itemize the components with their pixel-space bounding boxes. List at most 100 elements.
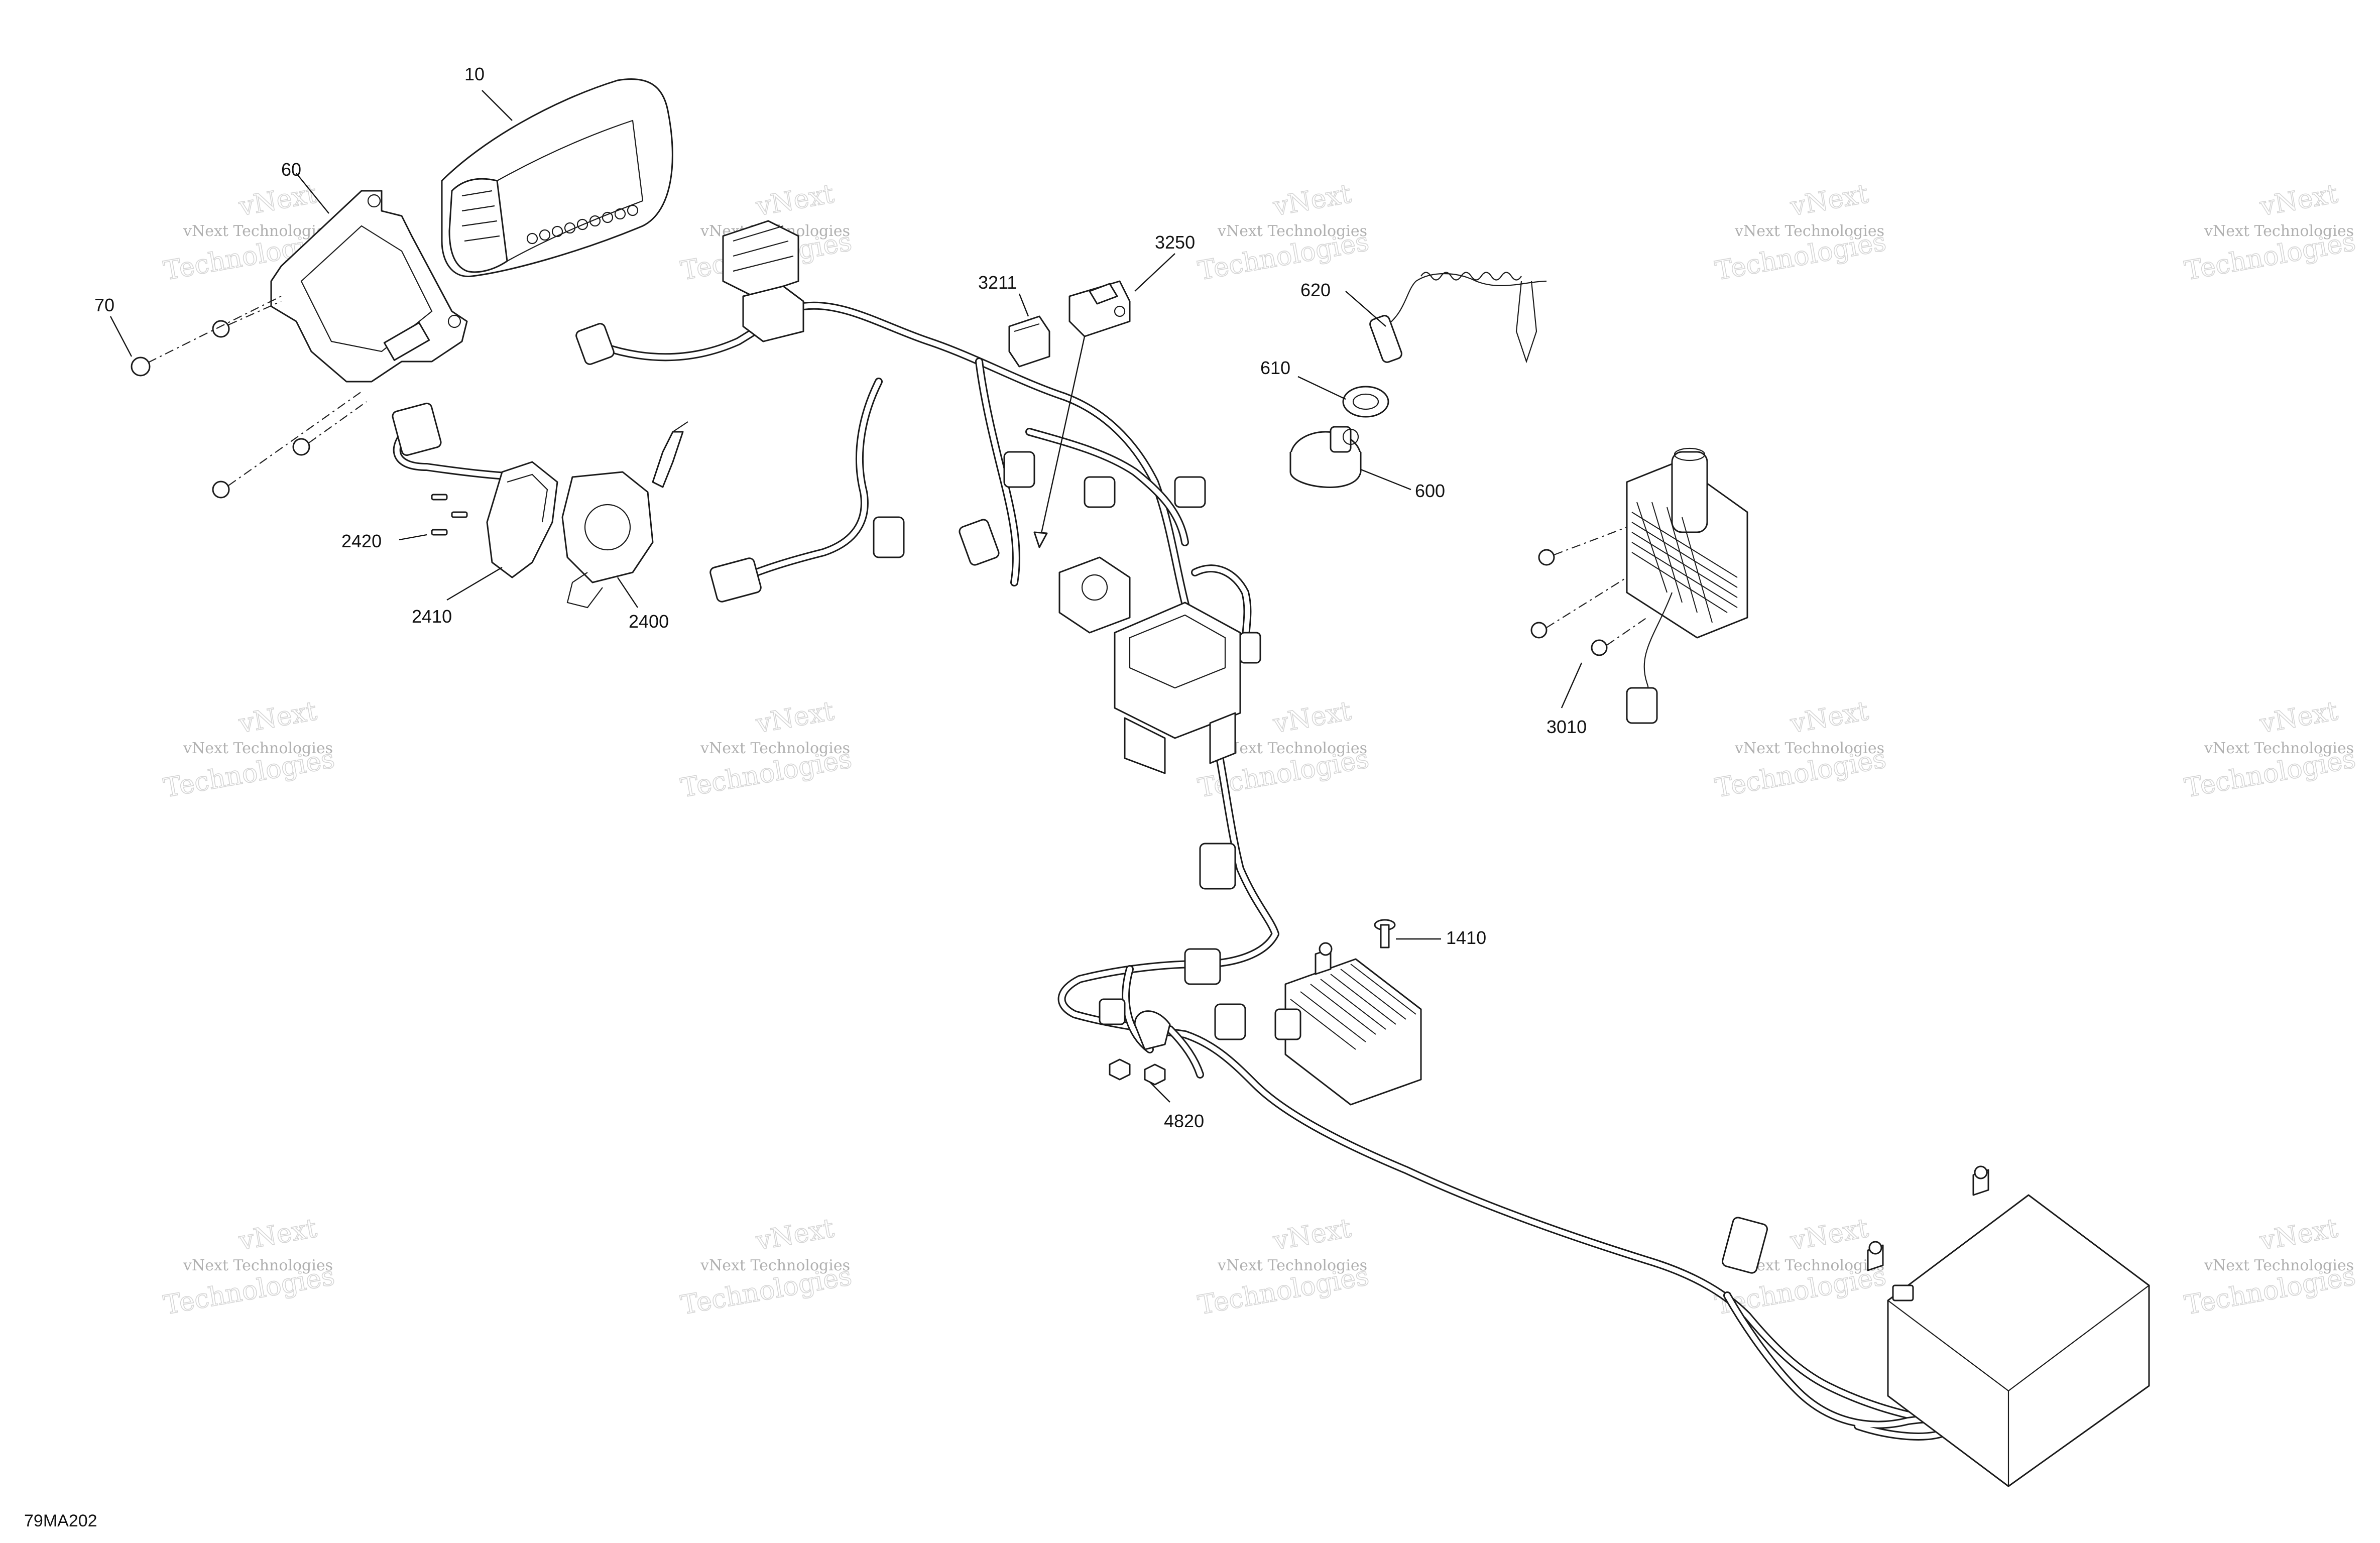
gauge-indicator-lights <box>526 204 639 245</box>
gauge-support-bracket <box>270 190 468 383</box>
svg-text:vNext: vNext <box>1788 179 1871 222</box>
callout-60: 60 <box>281 159 301 180</box>
nut-group-4820 <box>1109 1010 1171 1086</box>
callout-1410: 1410 <box>1446 927 1486 948</box>
leader-line <box>446 566 503 601</box>
svg-text:vNext: vNext <box>1271 179 1354 222</box>
harness-connector <box>873 516 905 558</box>
battery <box>1867 1165 2150 1487</box>
main-wiring-harness <box>575 220 1955 1441</box>
harness-connector <box>1084 476 1116 508</box>
svg-text:vNext Technologies: vNext Technologies <box>1734 740 1884 757</box>
watermark: vNext Technologies Technologies vNext <box>678 1213 855 1321</box>
svg-text:vNext Technologies: vNext Technologies <box>1217 222 1367 240</box>
svg-text:vNext: vNext <box>1788 696 1871 739</box>
svg-text:vNext: vNext <box>754 696 837 739</box>
leader-line <box>1149 1082 1170 1103</box>
watermark: vNext Technologies Technologies vNext <box>161 695 337 804</box>
watermark: vNext Technologies Technologies vNext <box>1713 695 1889 804</box>
callout-3010: 3010 <box>1546 717 1587 737</box>
leader-line <box>482 90 513 121</box>
watermark: vNext Technologies Technologies vNext <box>678 695 855 804</box>
svg-text:vNext: vNext <box>236 696 319 739</box>
svg-text:vNext: vNext <box>2257 1213 2340 1256</box>
callout-2420: 2420 <box>341 531 382 551</box>
svg-text:vNext Technologies: vNext Technologies <box>1217 740 1367 757</box>
svg-text:vNext: vNext <box>236 1213 319 1256</box>
relay-module <box>1058 556 1131 634</box>
svg-text:vNext Technologies: vNext Technologies <box>2204 222 2354 240</box>
leader-line <box>109 316 133 357</box>
svg-text:vNext Technologies: vNext Technologies <box>1734 222 1884 240</box>
harness-connector <box>1721 1217 1768 1274</box>
watermark: vNext Technologies Technologies vNext <box>1196 178 1372 287</box>
leader-line <box>1297 376 1346 400</box>
callout-3250: 3250 <box>1155 232 1195 253</box>
leader-line <box>296 173 329 214</box>
watermark: vNext Technologies Technologies vNext <box>161 1213 337 1321</box>
svg-text:vNext Technologies: vNext Technologies <box>700 1257 850 1274</box>
watermark: vNext Technologies Technologies vNext <box>1713 178 1889 287</box>
tether-switch-600 <box>1289 426 1362 488</box>
svg-text:vNext: vNext <box>1271 696 1354 739</box>
heat-sink-fins <box>1631 502 1738 623</box>
callout-10: 10 <box>464 64 485 84</box>
switch-3250 <box>1033 280 1131 548</box>
junction-block <box>1114 602 1241 774</box>
svg-text:vNext: vNext <box>1788 1213 1871 1256</box>
screw-1410 <box>1374 919 1396 948</box>
harness-connector <box>575 323 615 365</box>
leader-line <box>1345 291 1386 327</box>
harness-connector <box>1239 632 1261 664</box>
svg-text:vNext Technologies: vNext Technologies <box>700 740 850 757</box>
gauge-display <box>441 78 673 277</box>
svg-text:vNext: vNext <box>2257 179 2340 222</box>
svg-text:vNext Technologies: vNext Technologies <box>183 740 333 757</box>
leader-line <box>399 534 427 541</box>
callout-4820: 4820 <box>1164 1111 1204 1131</box>
harness-connector <box>1174 476 1206 508</box>
svg-text:vNext Technologies: vNext Technologies <box>183 1257 333 1274</box>
harness-connector <box>1184 948 1221 985</box>
callout-70: 70 <box>94 295 114 315</box>
figure-code: 79MA202 <box>24 1511 97 1530</box>
watermark: vNext Technologies Technologies vNext <box>2182 178 2358 287</box>
harness-connector <box>1214 1003 1246 1040</box>
steering-switch-assembly <box>392 402 688 609</box>
harness-connector-cluster <box>722 220 804 342</box>
callout-600: 600 <box>1415 481 1445 501</box>
callout-2400: 2400 <box>629 611 669 632</box>
leader-line <box>617 577 638 608</box>
leader-line <box>1360 468 1411 491</box>
callout-620: 620 <box>1300 280 1331 300</box>
svg-text:vNext Technologies: vNext Technologies <box>2204 740 2354 757</box>
actuator-module-3010 <box>1530 447 1748 724</box>
harness-connector <box>1003 451 1035 488</box>
svg-text:vNext: vNext <box>754 179 837 222</box>
voltage-regulator <box>1274 942 1422 1106</box>
leader-line <box>1134 253 1175 292</box>
svg-text:vNext: vNext <box>2257 696 2340 739</box>
callout-610: 610 <box>1260 358 1290 378</box>
watermark: vNext Technologies Technologies vNext <box>2182 695 2358 804</box>
leader-line <box>1561 662 1583 708</box>
svg-text:vNext Technologies: vNext Technologies <box>183 222 333 240</box>
svg-text:vNext: vNext <box>1271 1213 1354 1256</box>
svg-text:vNext: vNext <box>754 1213 837 1256</box>
callout-3211: 3211 <box>978 272 1017 293</box>
harness-connector <box>959 519 1000 566</box>
callout-2410: 2410 <box>412 606 452 627</box>
ring-nut-610 <box>1342 386 1389 418</box>
connector-3211 <box>1008 315 1050 368</box>
screw-group-70 <box>131 296 367 499</box>
harness-connector <box>1199 843 1236 890</box>
watermark-layer: vNext Technologies Technologies vNext vN… <box>161 178 2358 1321</box>
watermark: vNext Technologies Technologies vNext <box>2182 1213 2358 1321</box>
tether-cord-620 <box>1369 272 1547 364</box>
leader-line <box>1018 293 1029 317</box>
harness-connector <box>709 557 762 603</box>
harness-connector <box>1099 998 1126 1025</box>
svg-text:vNext Technologies: vNext Technologies <box>2204 1257 2354 1274</box>
svg-text:vNext Technologies: vNext Technologies <box>1217 1257 1367 1274</box>
